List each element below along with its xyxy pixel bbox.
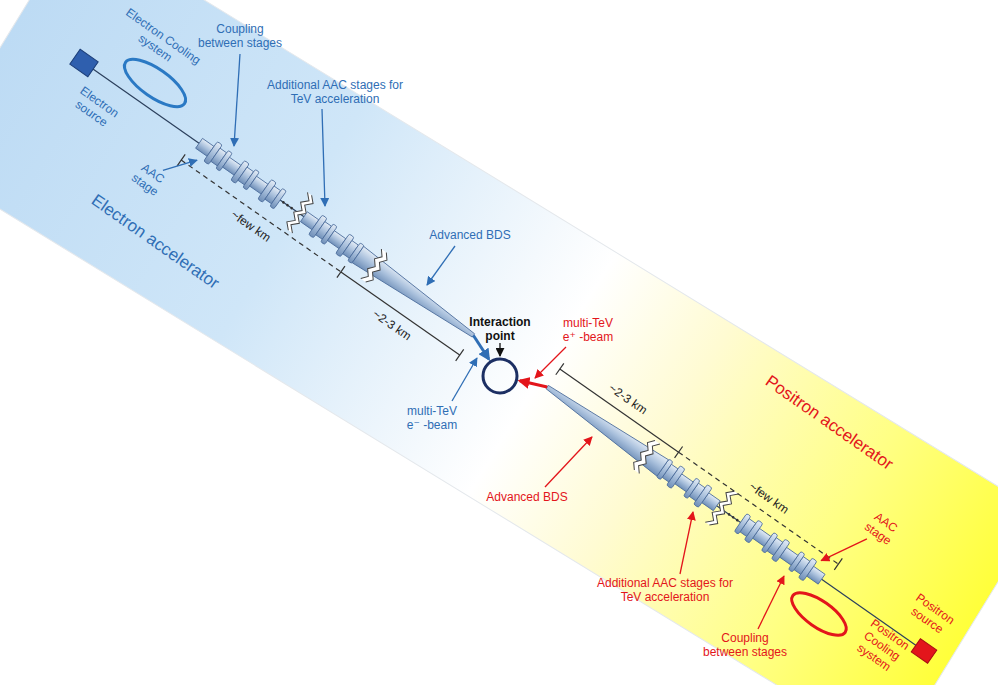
callout-label: Advanced BDS (429, 228, 510, 242)
rotated-label: ~few km (229, 207, 274, 244)
rotated-label: ~2-3 km (606, 381, 650, 418)
leader-arrows (234, 54, 784, 629)
callout-label: Additional AAC stages for TeV accelerati… (260, 78, 410, 106)
source-box: Positron source (910, 637, 938, 664)
rotated-label: Electron accelerator (87, 190, 222, 293)
interaction-circle (483, 359, 517, 393)
source-box (911, 639, 937, 664)
rotated-label: Positron accelerator (761, 371, 896, 474)
cooling-ring (785, 585, 852, 643)
rotated-label: AAC stage (857, 504, 907, 551)
positron-beam-arrow (520, 372, 547, 396)
node-label: Positron source (899, 586, 963, 642)
callout-label: multi-TeV e⁺ -beam (556, 316, 620, 344)
source-box-outline (910, 637, 938, 664)
node-label: Electron source (64, 80, 128, 136)
callout-label: Coupling between stages (698, 631, 793, 659)
source-box-outline (69, 48, 100, 78)
callout-label: multi-TeV e⁻ -beam (400, 404, 464, 432)
cooling-ring: Electron Cooling system (115, 49, 196, 119)
cooling-ring-outline (783, 582, 856, 646)
callout-label: Additional AAC stages for TeV accelerati… (590, 576, 740, 604)
beamline (60, 15, 958, 685)
source-box (70, 49, 98, 76)
node-label: Positron Cooling system (845, 611, 920, 681)
leader-arrow (163, 148, 197, 184)
leader-arrow (821, 525, 867, 575)
rotated-label: ~2-3 km (370, 306, 414, 343)
node-label: Interaction point (458, 315, 542, 343)
source-box: Electron source (69, 48, 100, 78)
cooling-ring: Positron Cooling system (783, 582, 856, 646)
rotated-label: AAC stage (124, 156, 174, 203)
callout-label: Coupling between stages (193, 22, 288, 50)
interaction-circle: Interaction point (481, 357, 519, 395)
rotated-label: ~few km (746, 479, 791, 516)
dimension-lines (177, 117, 842, 608)
callout-label: Advanced BDS (486, 490, 567, 504)
interaction-circle-outline (481, 357, 519, 395)
